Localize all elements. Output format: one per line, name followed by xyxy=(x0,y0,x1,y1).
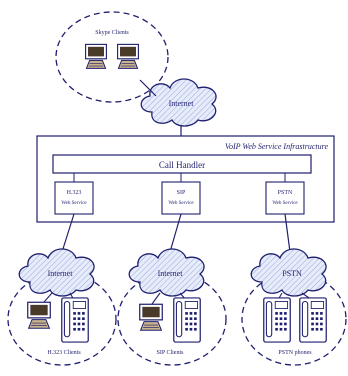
pstn-service-box xyxy=(265,181,305,215)
top-internet-cloud: Internet xyxy=(140,78,217,127)
top-client-group: Skype Clients xyxy=(55,11,169,103)
h323-service-name: H.323 xyxy=(67,190,82,196)
phone-icon xyxy=(173,297,201,343)
computer-icon xyxy=(85,43,107,69)
h323-cloud-shape xyxy=(18,248,95,297)
pstn-service-name: PSTN xyxy=(278,190,293,196)
infrastructure-box: VoIP Web Service Infrastructure Call Han… xyxy=(36,135,335,223)
top-client-label: Skype Clients xyxy=(95,30,129,36)
call-handler-label: Call Handler xyxy=(159,160,205,170)
pstn-cloud-label: PSTN xyxy=(282,269,302,278)
phone-icon xyxy=(299,297,327,343)
computer-icon xyxy=(27,301,51,329)
sip-client-group: Internet SIP Clients xyxy=(117,248,227,366)
h323-client-label: H.323 Clients xyxy=(47,350,81,356)
phone-icon xyxy=(263,297,291,343)
top-client-boundary xyxy=(55,11,169,103)
sip-service-name: SIP xyxy=(177,190,186,196)
infrastructure-title: VoIP Web Service Infrastructure xyxy=(225,142,328,151)
computer-icon xyxy=(117,43,139,69)
h323-cloud-label: Internet xyxy=(48,269,74,278)
computer-icon xyxy=(139,303,163,331)
connector-line xyxy=(151,292,161,305)
pstn-client-label: PSTN phones xyxy=(278,350,312,356)
connector-line xyxy=(169,213,182,253)
connector-line xyxy=(284,213,291,253)
sip-service-box xyxy=(161,181,201,215)
sip-cloud-label: Internet xyxy=(158,269,184,278)
sip-cloud-shape xyxy=(128,248,205,297)
phone-icon xyxy=(61,297,89,343)
connector-line xyxy=(43,292,53,303)
connector-line xyxy=(139,79,157,97)
sip-client-label: SIP Clients xyxy=(157,350,185,356)
h323-service-box xyxy=(54,181,94,215)
h323-client-group: Internet H.323 Clients xyxy=(7,248,117,366)
connector-line xyxy=(61,213,75,253)
h323-service-sub: Web Service xyxy=(61,201,87,206)
cloud-label: Internet xyxy=(169,99,195,108)
sip-service-sub: Web Service xyxy=(168,201,194,206)
pstn-cloud-shape xyxy=(250,248,327,297)
cloud-shape xyxy=(140,78,217,127)
pstn-service-sub: Web Service xyxy=(272,201,298,206)
call-handler-box xyxy=(52,154,312,174)
pstn-client-group: PSTN PSTN phones xyxy=(241,248,347,366)
